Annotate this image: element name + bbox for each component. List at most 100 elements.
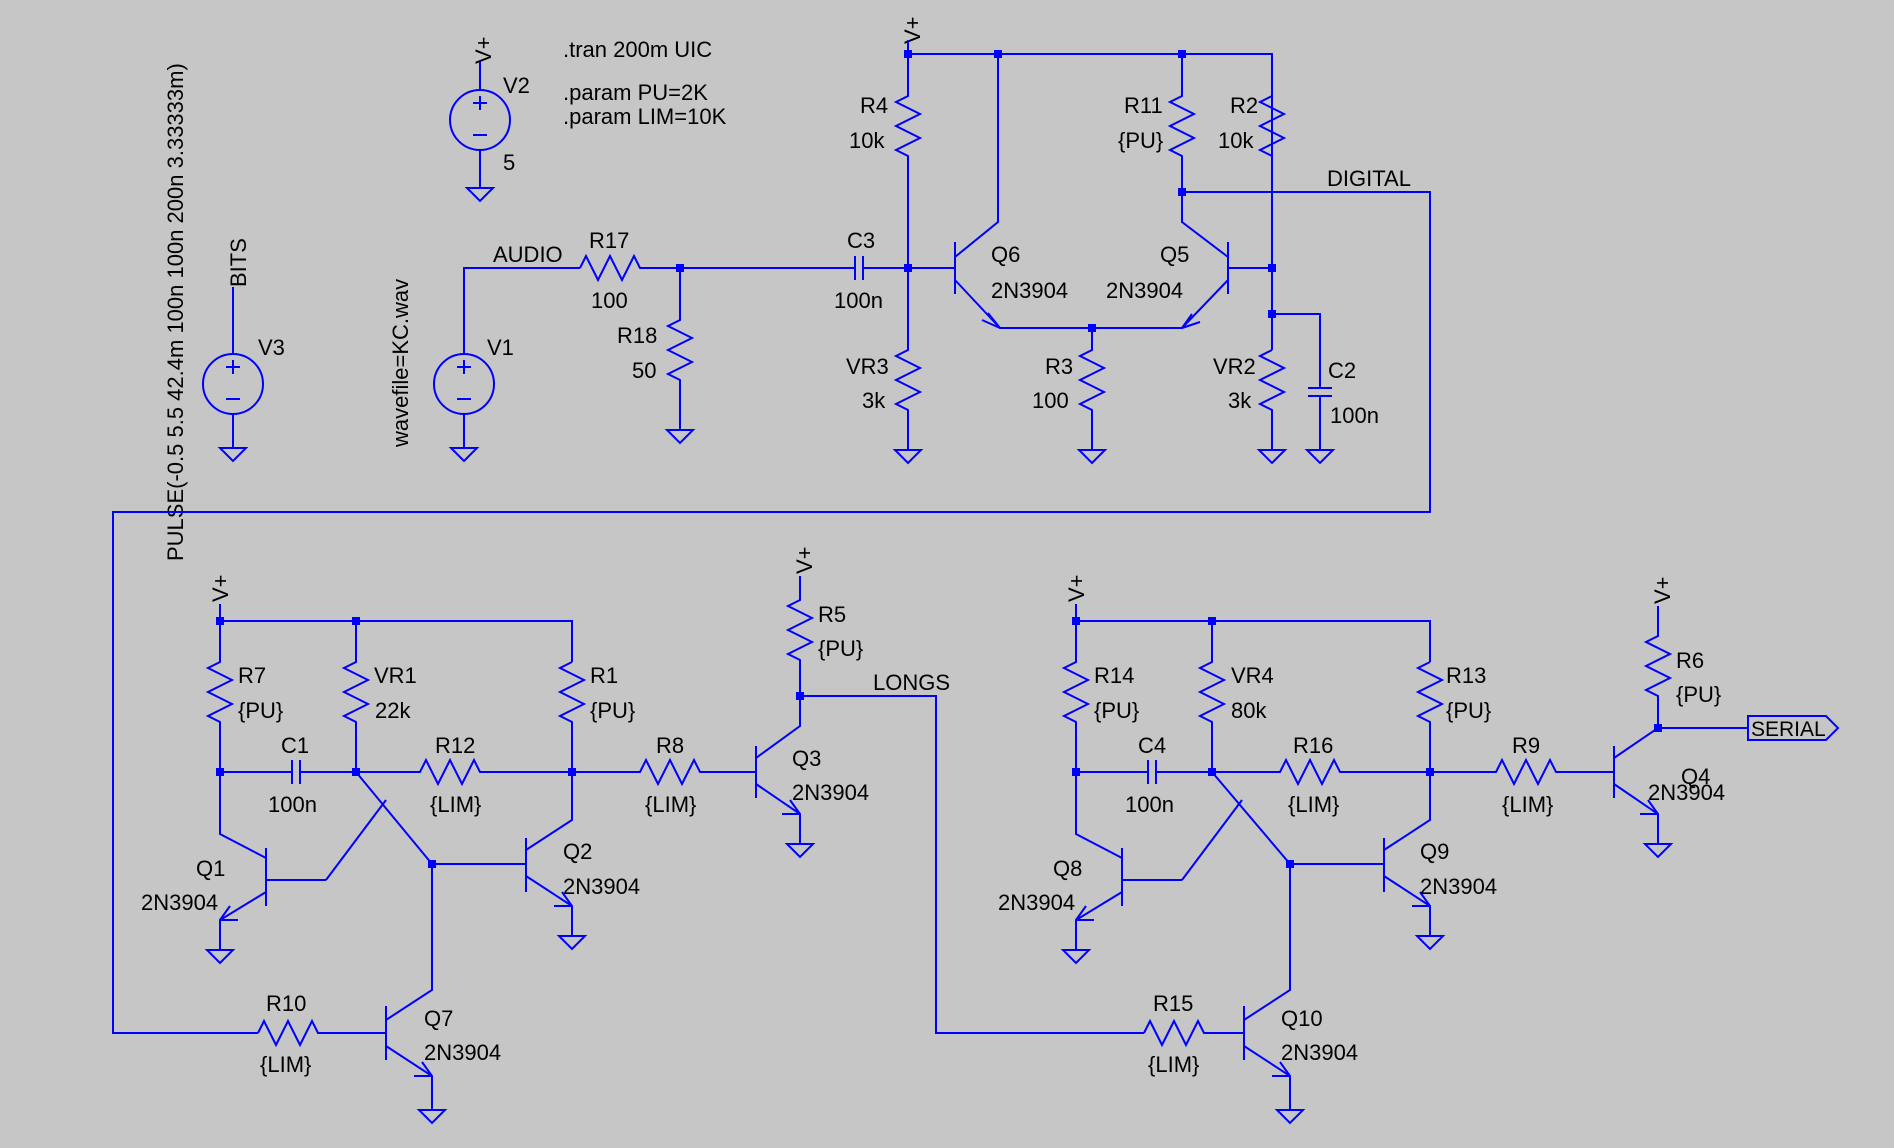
resistor-r2[interactable]: R2 10k xyxy=(1218,54,1287,157)
transistor-q3[interactable]: Q3 2N3904 xyxy=(755,696,869,858)
svg-text:100n: 100n xyxy=(1125,792,1174,817)
resistor-r16[interactable]: R16 {LIM} xyxy=(1212,733,1430,817)
svg-text:{LIM}: {LIM} xyxy=(1148,1052,1199,1077)
svg-text:2N3904: 2N3904 xyxy=(1281,1040,1358,1065)
svg-text:R7: R7 xyxy=(238,663,266,688)
svg-text:100n: 100n xyxy=(268,792,317,817)
transistor-q8[interactable]: Q8 2N3904 xyxy=(998,772,1182,964)
resistor-vr4[interactable]: VR4 80k xyxy=(1197,621,1274,772)
digital-label: DIGITAL xyxy=(1327,166,1411,191)
svg-text:C4: C4 xyxy=(1138,733,1166,758)
svg-text:R5: R5 xyxy=(818,602,846,627)
directive-param-lim: .param LIM=10K xyxy=(563,104,727,129)
directive-param-pu: .param PU=2K xyxy=(563,80,708,105)
svg-text:{PU}: {PU} xyxy=(1446,698,1491,723)
resistor-r13[interactable]: R13 {PU} xyxy=(1415,661,1491,772)
svg-text:Q8: Q8 xyxy=(1053,856,1082,881)
svg-text:VR4: VR4 xyxy=(1231,663,1274,688)
svg-text:VR3: VR3 xyxy=(846,354,889,379)
svg-text:2N3904: 2N3904 xyxy=(792,780,869,805)
transistor-q4[interactable]: Q4 2N3904 xyxy=(1613,727,1725,858)
transistor-q6[interactable]: Q6 2N3904 xyxy=(908,54,1092,329)
capacitor-c4[interactable]: C4 100n xyxy=(1076,733,1212,817)
resistor-r14[interactable]: R14 {PU} xyxy=(1061,621,1139,772)
resistor-r1[interactable]: R1 {PU} xyxy=(557,661,635,772)
svg-text:{PU}: {PU} xyxy=(238,698,283,723)
transistor-q10[interactable]: Q10 2N3904 xyxy=(1243,864,1358,1124)
transistor-q2[interactable]: Q2 2N3904 xyxy=(432,772,640,950)
v1-value: wavefile=KC.wav xyxy=(388,279,413,448)
serial-port-flag[interactable]: SERIAL xyxy=(1658,715,1840,741)
svg-text:R18: R18 xyxy=(617,323,657,348)
v3-name: V3 xyxy=(258,335,285,360)
svg-text:2N3904: 2N3904 xyxy=(991,278,1068,303)
svg-text:{LIM}: {LIM} xyxy=(430,792,481,817)
svg-text:Q2: Q2 xyxy=(563,839,592,864)
vplus-flag-top: V+ xyxy=(900,16,925,44)
source-v2[interactable]: V+ V2 5 xyxy=(449,36,530,202)
capacitor-c3[interactable]: C3 100n xyxy=(834,228,908,313)
svg-text:2N3904: 2N3904 xyxy=(1648,780,1725,805)
svg-text:R14: R14 xyxy=(1094,663,1134,688)
resistor-r7[interactable]: R7 {PU} xyxy=(205,621,283,772)
svg-text:R11: R11 xyxy=(1124,93,1163,118)
svg-text:C3: C3 xyxy=(847,228,875,253)
svg-text:R1: R1 xyxy=(590,663,618,688)
svg-text:Q3: Q3 xyxy=(792,746,821,771)
svg-text:R2: R2 xyxy=(1230,93,1258,118)
resistor-r17[interactable]: R17 100 xyxy=(579,228,680,313)
capacitor-c1[interactable]: C1 100n xyxy=(220,733,356,817)
svg-text:3k: 3k xyxy=(1228,388,1252,413)
capacitor-c2[interactable]: C2 100n xyxy=(1306,358,1379,464)
transistor-q1[interactable]: Q1 2N3904 xyxy=(141,772,326,964)
resistor-vr3[interactable]: VR3 3k xyxy=(846,268,923,464)
svg-text:Q1: Q1 xyxy=(196,856,225,881)
resistor-r15[interactable]: R15 {LIM} xyxy=(1143,991,1244,1077)
resistor-r11[interactable]: R11 {PU} xyxy=(1118,54,1197,192)
transistor-q7[interactable]: Q7 2N3904 xyxy=(385,864,501,1124)
svg-text:{PU}: {PU} xyxy=(590,698,635,723)
resistor-vr1[interactable]: VR1 22k xyxy=(341,621,417,772)
resistor-r10[interactable]: R10 {LIM} xyxy=(257,991,386,1077)
svg-text:10k: 10k xyxy=(1218,128,1254,153)
resistor-r18[interactable]: R18 50 xyxy=(617,268,695,444)
source-v3[interactable]: BITS V3 PULSE(-0.5 5.5 42.4m 100n 100n 2… xyxy=(163,63,285,561)
v3-value: PULSE(-0.5 5.5 42.4m 100n 100n 200n 3.33… xyxy=(163,63,188,561)
svg-text:80k: 80k xyxy=(1231,698,1267,723)
vplus-flag-r5: V+ xyxy=(792,546,817,574)
svg-text:R6: R6 xyxy=(1676,648,1704,673)
resistor-vr2[interactable]: VR2 3k xyxy=(1213,349,1287,464)
v2-value: 5 xyxy=(503,150,515,175)
svg-text:R9: R9 xyxy=(1512,733,1540,758)
svg-text:C2: C2 xyxy=(1328,358,1356,383)
svg-text:2N3904: 2N3904 xyxy=(563,874,640,899)
svg-text:{LIM}: {LIM} xyxy=(645,792,696,817)
transistor-q9[interactable]: Q9 2N3904 xyxy=(1290,772,1497,950)
resistor-r6[interactable]: R6 {PU} xyxy=(1643,606,1721,728)
vplus-flag-bl: V+ xyxy=(208,574,233,602)
svg-text:R13: R13 xyxy=(1446,663,1486,688)
svg-text:{PU}: {PU} xyxy=(1094,698,1139,723)
resistor-r3[interactable]: R3 100 xyxy=(1032,328,1107,464)
svg-text:22k: 22k xyxy=(375,698,411,723)
svg-text:50: 50 xyxy=(632,358,656,383)
resistor-r9[interactable]: R9 {LIM} xyxy=(1430,733,1614,817)
svg-text:100: 100 xyxy=(1032,388,1069,413)
v2-name: V2 xyxy=(503,73,530,98)
svg-text:Q6: Q6 xyxy=(991,242,1020,267)
bits-label: BITS xyxy=(226,238,251,287)
resistor-r5[interactable]: R5 {PU} xyxy=(785,576,863,696)
source-v1[interactable]: V1 wavefile=KC.wav AUDIO xyxy=(388,242,580,462)
svg-text:2N3904: 2N3904 xyxy=(1420,874,1497,899)
transistor-q5[interactable]: Q5 2N3904 xyxy=(1092,192,1272,329)
svg-text:VR1: VR1 xyxy=(374,663,417,688)
svg-text:R3: R3 xyxy=(1045,354,1073,379)
resistor-r8[interactable]: R8 {LIM} xyxy=(572,733,756,817)
resistor-r12[interactable]: R12 {LIM} xyxy=(356,733,572,817)
v1-name: V1 xyxy=(487,335,514,360)
svg-text:Q9: Q9 xyxy=(1420,839,1449,864)
vplus-flag-br: V+ xyxy=(1064,574,1089,602)
svg-text:2N3904: 2N3904 xyxy=(141,890,218,915)
resistor-r4[interactable]: R4 10k xyxy=(849,54,923,268)
